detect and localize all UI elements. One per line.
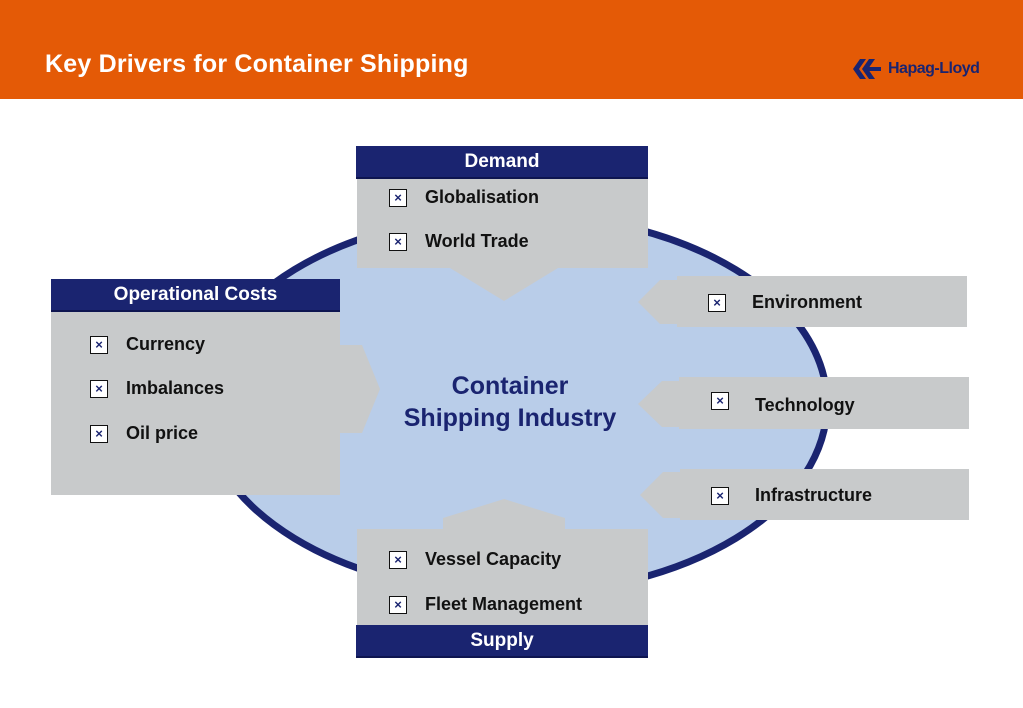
demand-item-world-trade: × World Trade	[389, 231, 529, 252]
environment-arrow	[638, 280, 677, 324]
item-label: Fleet Management	[425, 594, 583, 614]
demand-heading: Demand	[356, 146, 648, 177]
operational-costs-arrow	[340, 345, 380, 433]
checkbox-icon: ×	[90, 379, 108, 398]
checkbox-icon: ×	[389, 550, 407, 569]
item-label: Technology	[755, 395, 855, 415]
checkbox-icon: ×	[389, 188, 407, 207]
operational-costs-heading: Operational Costs	[51, 279, 340, 310]
supply-arrow	[443, 499, 565, 530]
item-label: Globalisation	[425, 187, 540, 207]
item-label: Environment	[752, 292, 863, 312]
logo-text: Hapag-Lloyd	[888, 60, 980, 77]
center-label-line1: Container	[451, 372, 569, 400]
item-label: Vessel Capacity	[425, 549, 562, 569]
item-label: Infrastructure	[755, 485, 873, 505]
demand-item-globalisation: × Globalisation	[389, 187, 539, 208]
checkbox-icon: ×	[389, 595, 407, 614]
checkbox-icon: ×	[708, 293, 726, 312]
driver-item-technology: × Technology	[711, 390, 855, 415]
item-label: Currency	[126, 334, 206, 354]
item-label: Oil price	[126, 423, 199, 443]
slide-title: Key Drivers for Container Shipping	[45, 50, 469, 78]
supply-item-vessel-capacity: × Vessel Capacity	[389, 549, 561, 570]
company-logo: Hapag-Lloyd	[852, 57, 980, 81]
checkbox-icon: ×	[711, 391, 729, 410]
checkbox-icon: ×	[90, 424, 108, 443]
technology-arrow	[638, 381, 679, 427]
supply-heading: Supply	[356, 625, 648, 656]
driver-item-environment: × Environment	[708, 292, 862, 313]
demand-arrow	[450, 268, 558, 301]
operational-costs-item-imbalances: × Imbalances	[90, 378, 224, 399]
operational-costs-item-currency: × Currency	[90, 334, 205, 355]
center-label-line2: Shipping Industry	[403, 404, 617, 432]
checkbox-icon: ×	[389, 232, 407, 251]
item-label: Imbalances	[126, 378, 225, 398]
supply-item-fleet-management: × Fleet Management	[389, 594, 582, 615]
driver-item-infrastructure: × Infrastructure	[711, 485, 872, 506]
checkbox-icon: ×	[711, 486, 729, 505]
hapag-lloyd-logo-icon	[853, 59, 881, 79]
header-bar: Key Drivers for Container Shipping Hapag…	[0, 0, 1023, 99]
item-label: World Trade	[425, 231, 529, 251]
checkbox-icon: ×	[90, 335, 108, 354]
operational-costs-item-oil-price: × Oil price	[90, 423, 198, 444]
infrastructure-arrow	[640, 472, 680, 518]
center-label: Container Shipping Industry	[380, 370, 640, 434]
